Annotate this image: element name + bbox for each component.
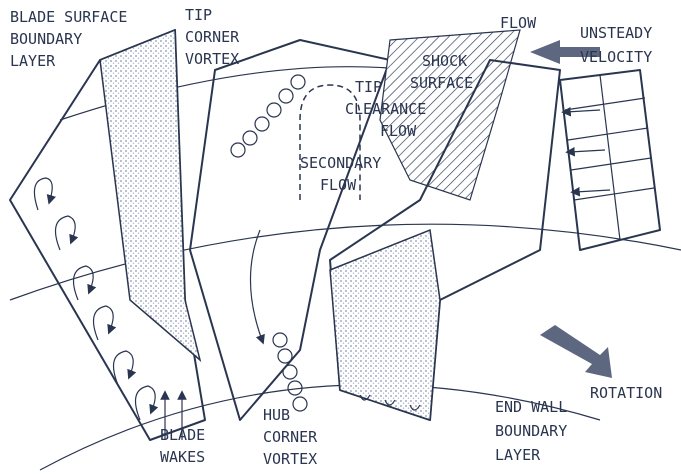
label-end-wall-boundary-layer: END WALL BOUNDARY LAYER: [495, 398, 576, 464]
end-wall-shaded-face: [330, 230, 440, 420]
label-secondary-flow: SECONDARY FLOW: [300, 154, 390, 194]
tip-corner-vortex-coil: [231, 75, 305, 157]
label-blade-wakes: BLADE WAKES: [160, 426, 214, 466]
secondary-flow-arrow: [250, 230, 262, 340]
label-tip-corner-vortex: TIP CORNER VORTEX: [185, 6, 248, 68]
rotation-arrow: [540, 325, 612, 378]
label-flow: FLOW: [500, 14, 537, 32]
label-unsteady-velocity: UNSTEADY VELOCITY: [580, 24, 661, 66]
unsteady-velocity-profile: [560, 70, 660, 250]
blade-1-shaded-face: [100, 30, 200, 360]
label-rotation: ROTATION: [590, 384, 662, 402]
label-hub-corner-vortex: HUB CORNER VORTEX: [263, 406, 326, 468]
